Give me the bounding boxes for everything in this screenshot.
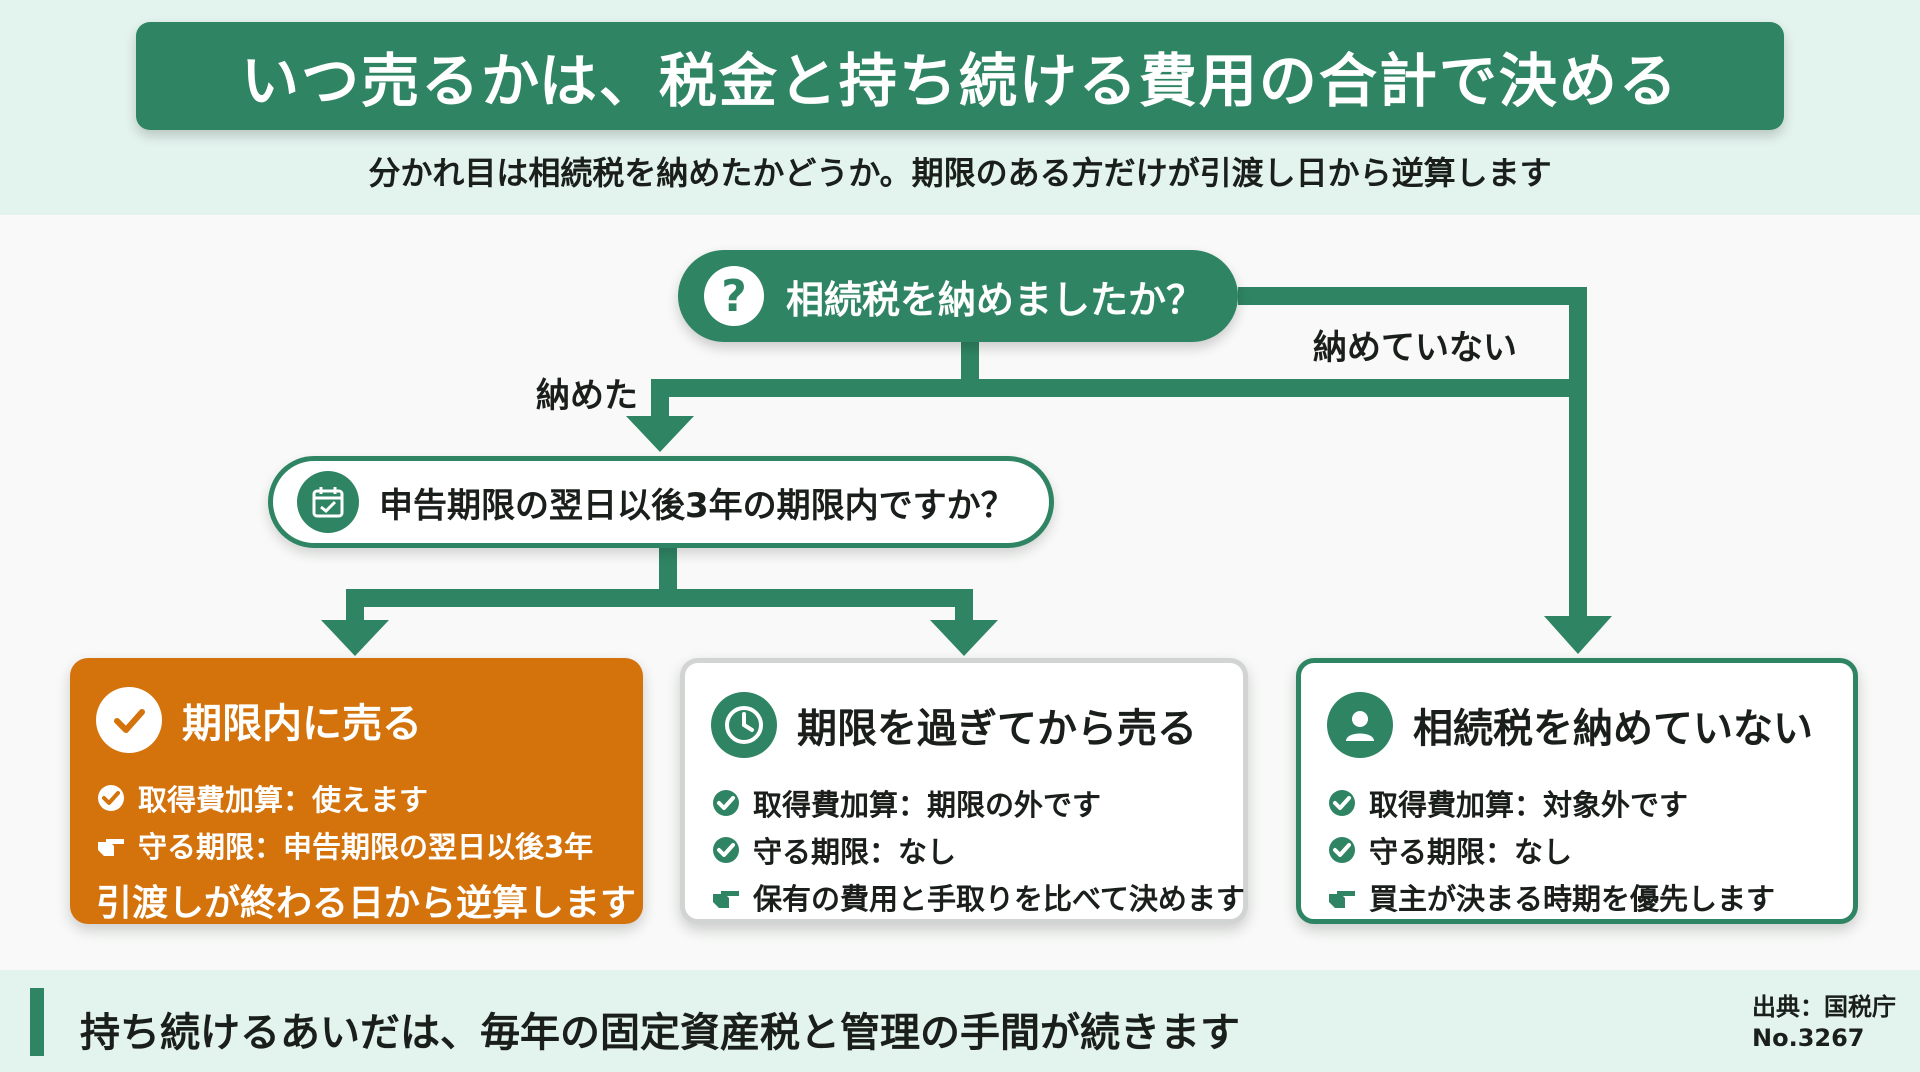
row-text: 取得費加算：対象外です (1369, 787, 1689, 822)
row-text: 買主が決まる時期を優先します (1369, 881, 1776, 916)
footer-accent-bar (30, 988, 44, 1056)
arrow-to-card1 (321, 620, 389, 656)
row-text: 守る期限：なし (1369, 834, 1573, 869)
card-title: 期限内に売る (182, 701, 422, 747)
branch-label-paid: 納めた (536, 376, 638, 416)
question-node-inheritance-tax: ? 相続税を納めましたか？ (678, 250, 1238, 342)
row-text: 取得費加算：期限の外です (753, 787, 1102, 822)
list-item: 守る期限：なし (1327, 826, 1829, 873)
row-text: 保有の費用と手取りを比べて決めます (753, 881, 1245, 916)
arrow-to-card2 (930, 620, 998, 656)
question1-text: 相続税を納めましたか？ (786, 277, 1205, 322)
footer-note: 持ち続けるあいだは、毎年の固定資産税と管理の手間が続きます (80, 1010, 1240, 1056)
question-node-deadline: 申告期限の翌日以後3年の期限内ですか？ (268, 456, 1054, 548)
calendar-icon (297, 471, 359, 533)
connector-q2-right (668, 589, 973, 622)
list-item: 保有の費用と手取りを比べて決めます (711, 873, 1245, 920)
check-icon (96, 783, 126, 813)
source-line1: 出典：国税庁 (1752, 993, 1896, 1021)
branch-label-not-paid: 納めていない (1313, 328, 1517, 368)
check-icon (711, 835, 741, 865)
list-item: 買主が決まる時期を優先します (1327, 873, 1829, 920)
card-emphasis-text: 引渡しが終わる日から逆算します (96, 883, 637, 924)
pointing-hand-icon (96, 830, 126, 860)
question-icon: ? (704, 266, 764, 326)
list-item: 守る期限：申告期限の翌日以後3年 (96, 821, 619, 868)
row-text: 守る期限：申告期限の翌日以後3年 (138, 829, 594, 864)
list-item: 取得費加算：対象外です (1327, 779, 1829, 826)
list-item: 取得費加算：期限の外です (711, 779, 1219, 826)
question2-text: 申告期限の翌日以後3年の期限内ですか？ (379, 485, 1015, 526)
arrow-to-card3 (1544, 616, 1612, 654)
arrow-to-q2 (626, 416, 694, 452)
card-title: 期限を過ぎてから売る (797, 706, 1197, 752)
check-icon (1327, 788, 1357, 818)
check-icon (1327, 835, 1357, 865)
connector-no (1238, 287, 1587, 618)
outcome-card-within-deadline: 期限内に売る 取得費加算：使えます 守る期限：申告期限の翌日以後3年 引渡しが終… (70, 658, 643, 924)
card-title: 相続税を納めていない (1413, 706, 1813, 752)
page-title: いつ売るかは、税金と持ち続ける費用の合計で決める (241, 47, 1679, 115)
row-text: 守る期限：なし (753, 834, 957, 869)
connector-q2-split (346, 548, 677, 622)
outcome-card-after-deadline: 期限を過ぎてから売る 取得費加算：期限の外です 守る期限：なし 保有の費用と手取… (680, 658, 1248, 924)
source-line2: No.3267 (1752, 1024, 1865, 1052)
title-banner: いつ売るかは、税金と持ち続ける費用の合計で決める (136, 22, 1784, 130)
clock-icon (711, 692, 777, 758)
pointing-hand-icon (1327, 882, 1357, 912)
row-text: 取得費加算：使えます (138, 782, 429, 817)
check-icon (711, 788, 741, 818)
footer-band (0, 970, 1920, 1072)
pointing-hand-icon (711, 882, 741, 912)
source-citation: 出典：国税庁 No.3267 (1752, 992, 1896, 1054)
page-subtitle: 分かれ目は相続税を納めたかどうか。期限のある方だけが引渡し日から逆算します (368, 154, 1552, 192)
list-item: 守る期限：なし (711, 826, 1219, 873)
person-icon (1327, 692, 1393, 758)
list-item: 取得費加算：使えます (96, 774, 619, 821)
outcome-card-not-paid: 相続税を納めていない 取得費加算：対象外です 守る期限：なし 買主が決まる時期を… (1296, 658, 1858, 924)
check-circle-icon (96, 687, 162, 753)
connector-yes (651, 340, 979, 418)
